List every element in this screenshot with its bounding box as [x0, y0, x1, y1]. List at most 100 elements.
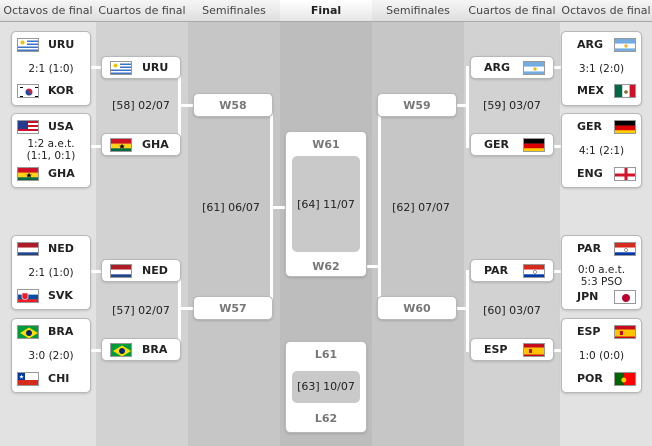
team-code: GER — [577, 120, 603, 133]
header-r16-right: Octavos de final — [560, 0, 652, 22]
third-place-card[interactable]: L61 [63] 10/07 L62 — [285, 341, 367, 433]
qf-team-card[interactable]: BRA — [101, 338, 181, 361]
sf-slot-label: W57 — [219, 302, 247, 315]
connector-line — [178, 104, 194, 107]
match-info: [59] 03/07 — [483, 99, 541, 112]
sf-slot-card[interactable]: W59 — [377, 93, 457, 117]
connector-line — [90, 349, 102, 352]
final-card[interactable]: W61 [64] 11/07 W62 — [285, 131, 367, 277]
team-code: GER — [484, 138, 510, 151]
qf-team-card[interactable]: URU — [101, 56, 181, 79]
connector-line — [452, 307, 469, 310]
match-card-r16-4[interactable]: BRA 3:0 (2:0) CHI — [11, 318, 91, 393]
connector-line — [550, 66, 562, 69]
brazil-flag-icon — [110, 343, 132, 357]
connector-line — [452, 104, 469, 107]
team-code: PAR — [484, 264, 509, 277]
team-code: GHA — [142, 138, 169, 151]
sf-slot-label: W60 — [403, 302, 431, 315]
paraguay-flag-icon — [523, 264, 545, 278]
connector-line — [378, 104, 381, 310]
team-code: CHI — [48, 372, 70, 385]
header-sf-right: Semifinales — [372, 0, 464, 22]
sf-slot-card[interactable]: W58 — [193, 93, 273, 117]
header-qf-left: Cuartos de final — [96, 0, 188, 22]
team-code: SVK — [48, 289, 73, 302]
qf-team-card[interactable]: GER — [470, 133, 554, 156]
argentina-flag-icon — [614, 38, 636, 52]
ghana-flag-icon — [17, 167, 39, 181]
final-slot-label: W61 — [312, 138, 340, 151]
team-code: MEX — [577, 84, 604, 97]
spain-flag-icon — [523, 343, 545, 357]
match-info: [58] 02/07 — [112, 99, 170, 112]
match-card-r16-6[interactable]: GER 4:1 (2:1) ENG — [561, 113, 642, 188]
match-score: 0:0 a.e.t. — [577, 264, 626, 276]
qf-team-card[interactable]: NED — [101, 259, 181, 282]
uruguay-flag-icon — [110, 61, 132, 75]
match-score: 3:0 (2:0) — [28, 350, 74, 362]
match-score: 1:0 (0:0) — [578, 350, 625, 362]
match-info: [61] 06/07 — [202, 201, 260, 214]
sf-slot-label: W59 — [403, 99, 431, 112]
ghana-flag-icon — [110, 138, 132, 152]
team-code: USA — [48, 120, 74, 133]
match-card-r16-3[interactable]: NED 2:1 (1:0) SVK — [11, 235, 91, 310]
qf-team-card[interactable]: GHA — [101, 133, 181, 156]
england-flag-icon — [614, 167, 636, 181]
sf-slot-card[interactable]: W57 — [193, 296, 273, 320]
sf-slot-card[interactable]: W60 — [377, 296, 457, 320]
team-code: KOR — [48, 84, 74, 97]
match-info: [57] 02/07 — [112, 304, 170, 317]
match-info: [64] 11/07 — [297, 198, 355, 211]
team-code: URU — [142, 61, 169, 74]
connector-line — [550, 349, 562, 352]
match-score-detail: (1:1, 0:1) — [26, 150, 76, 162]
match-info: [63] 10/07 — [297, 380, 355, 393]
match-score: 1:2 a.e.t. — [27, 138, 75, 150]
connector-line — [90, 145, 102, 148]
match-score-detail: 5:3 PSO — [580, 276, 623, 288]
qf-team-card[interactable]: ESP — [470, 338, 554, 361]
match-card-r16-8[interactable]: ESP 1:0 (0:0) POR — [561, 318, 642, 393]
match-card-r16-5[interactable]: ARG 3:1 (2:0) MEX — [561, 31, 642, 106]
team-code: BRA — [142, 343, 168, 356]
final-slot-label: W62 — [312, 260, 340, 273]
connector-line — [178, 270, 181, 352]
connector-line — [550, 270, 562, 273]
team-code: ENG — [577, 167, 603, 180]
connector-line — [366, 265, 381, 268]
match-card-r16-7[interactable]: PAR 0:0 a.e.t. 5:3 PSO JPN — [561, 235, 642, 310]
portugal-flag-icon — [614, 372, 636, 386]
header-sf-left: Semifinales — [188, 0, 280, 22]
mexico-flag-icon — [614, 84, 636, 98]
team-code: ARG — [577, 38, 604, 51]
chile-flag-icon — [17, 372, 39, 386]
third-slot-label: L62 — [314, 412, 338, 425]
brazil-flag-icon — [17, 325, 39, 339]
final-info-box: [64] 11/07 — [292, 156, 360, 252]
germany-flag-icon — [614, 120, 636, 134]
spain-flag-icon — [614, 325, 636, 339]
team-code: BRA — [48, 325, 74, 338]
match-score: 4:1 (2:1) — [578, 145, 625, 157]
header-qf-right: Cuartos de final — [464, 0, 560, 22]
team-code: GHA — [48, 167, 75, 180]
qf-team-card[interactable]: ARG — [470, 56, 554, 79]
third-slot-label: L61 — [314, 348, 338, 361]
japan-flag-icon — [614, 290, 636, 304]
team-code: ARG — [484, 61, 511, 74]
connector-line — [466, 270, 469, 352]
match-score: 2:1 (1:0) — [28, 63, 74, 75]
match-score: 2:1 (1:0) — [28, 267, 74, 279]
team-code: ESP — [577, 325, 601, 338]
connector-line — [270, 206, 286, 209]
qf-team-card[interactable]: PAR — [470, 259, 554, 282]
match-score: 3:1 (2:0) — [578, 63, 625, 75]
match-card-r16-2[interactable]: USA 1:2 a.e.t. (1:1, 0:1) GHA — [11, 113, 91, 188]
connector-line — [466, 66, 469, 148]
match-card-r16-1[interactable]: URU 2:1 (1:0) KOR — [11, 31, 91, 106]
connector-line — [178, 307, 194, 310]
connector-line — [550, 145, 562, 148]
korea-flag-icon — [17, 84, 39, 98]
